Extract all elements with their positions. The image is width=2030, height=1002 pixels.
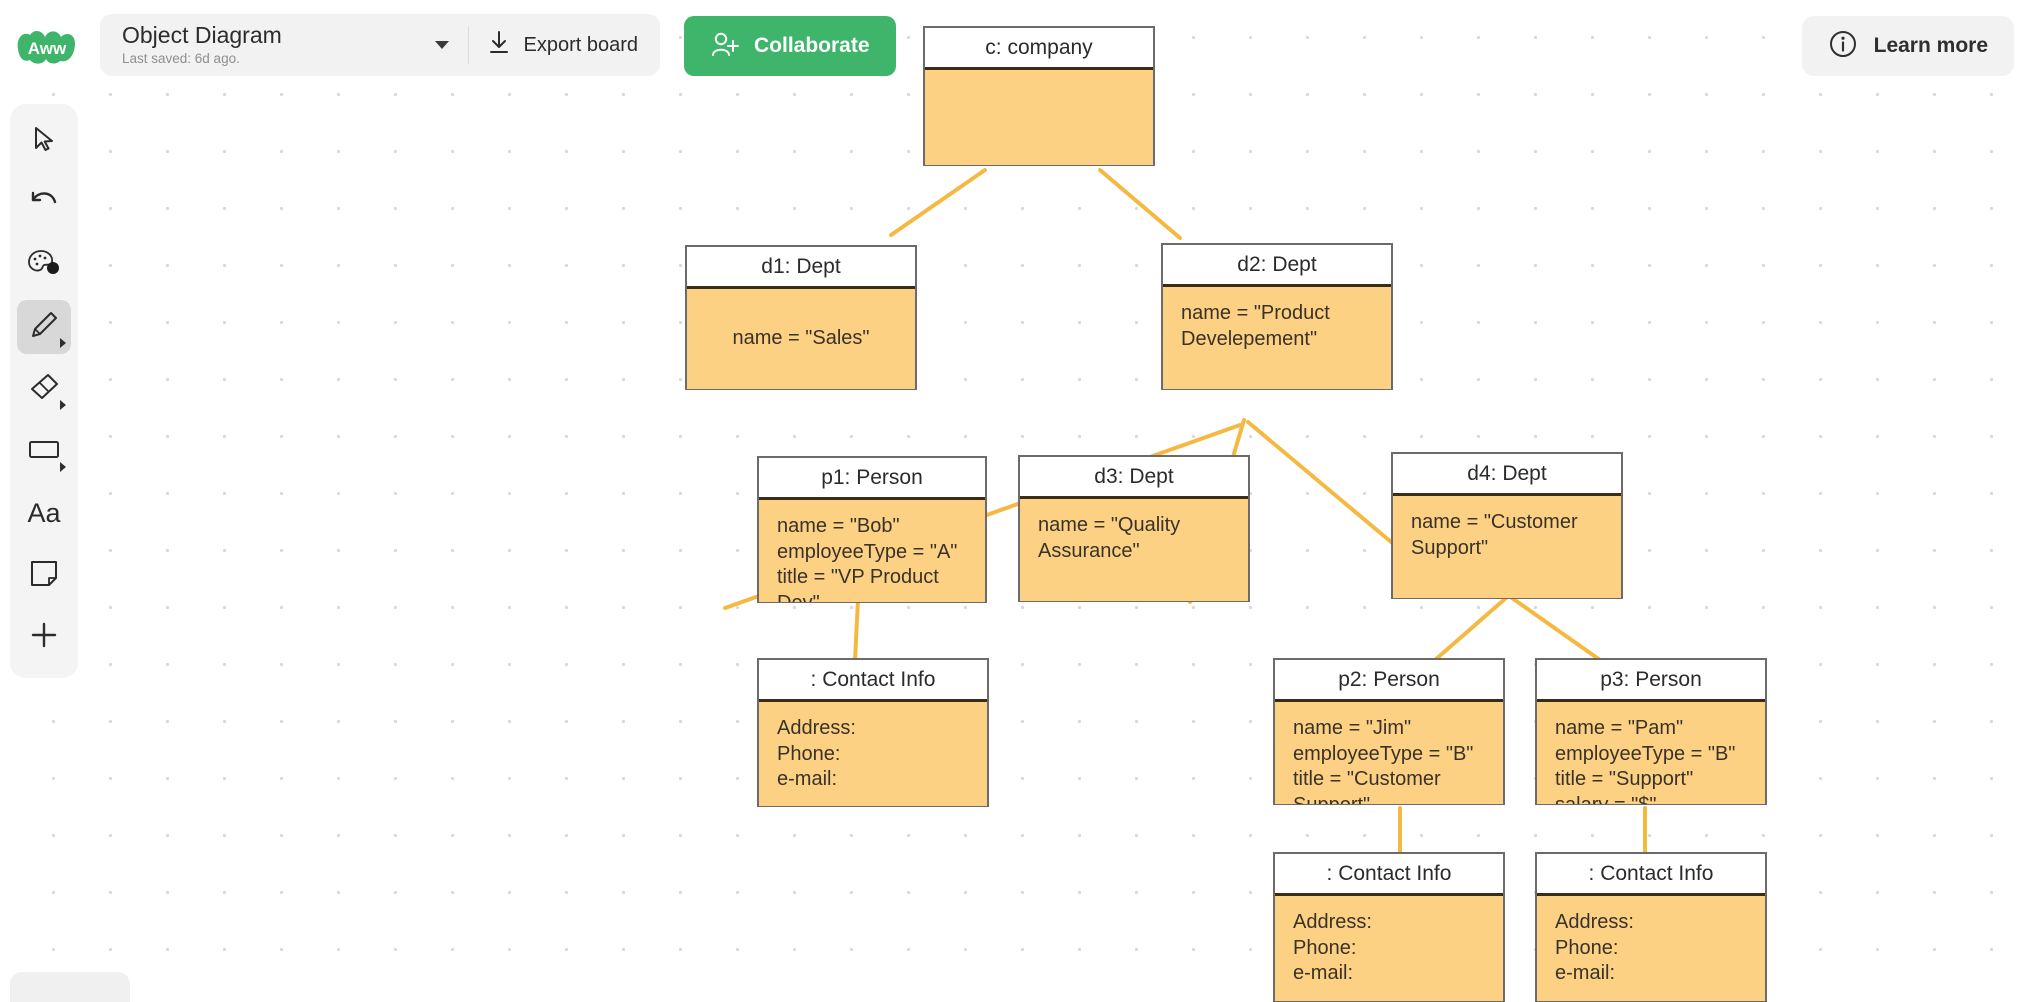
node-body-ci3: Address: Phone: e-mail: — [1537, 896, 1765, 1001]
node-body-p1: name = "Bob" employeeType = "A" title = … — [759, 500, 985, 602]
page-title: Object Diagram — [122, 22, 282, 48]
toolbar-divider — [468, 26, 470, 64]
pen-tool[interactable] — [17, 300, 71, 354]
plus-icon — [28, 619, 60, 656]
aww-logo[interactable]: Aww — [12, 24, 82, 70]
connector-d4-p3[interactable] — [1510, 596, 1602, 662]
svg-text:Aww: Aww — [28, 39, 67, 58]
tool-submenu-caret-icon[interactable] — [60, 338, 66, 348]
text-aa-icon: Aa — [27, 497, 61, 528]
node-body-d3: name = "Quality Assurance" — [1020, 499, 1248, 601]
node-body-ci1: Address: Phone: e-mail: — [759, 702, 987, 806]
node-body-d4: name = "Customer Support" — [1393, 496, 1621, 598]
left-toolbar: Aa — [10, 104, 78, 678]
node-title-ci3: : Contact Info — [1537, 854, 1765, 896]
color-palette-icon — [27, 248, 61, 283]
eraser-icon — [28, 372, 60, 407]
node-title-p2: p2: Person — [1275, 660, 1503, 702]
learn-more-label: Learn more — [1873, 34, 1988, 57]
node-title-d3: d3: Dept — [1020, 457, 1248, 499]
node-title-d2: d2: Dept — [1163, 245, 1391, 287]
node-title-c: c: company — [925, 28, 1153, 70]
rectangle-icon — [27, 437, 61, 466]
shape-tool[interactable] — [17, 424, 71, 478]
last-saved-status: Last saved: 6d ago. — [122, 51, 240, 66]
diagram-node-c[interactable]: c: company — [923, 26, 1155, 166]
undo-tool[interactable] — [17, 176, 71, 230]
connector-d4-p2[interactable] — [1433, 596, 1508, 662]
undo-arrow-icon — [28, 187, 60, 220]
node-body-p3: name = "Pam" employeeType = "B" title = … — [1537, 702, 1765, 804]
collaborate-label: Collaborate — [754, 34, 870, 57]
add-tool[interactable] — [17, 610, 71, 664]
connector-c-d2[interactable] — [1098, 168, 1182, 240]
pencil-icon — [29, 310, 59, 345]
select-tool[interactable] — [17, 114, 71, 168]
node-title-p1: p1: Person — [759, 458, 985, 500]
node-body-ci2: Address: Phone: e-mail: — [1275, 896, 1503, 1001]
zoom-controls-panel[interactable] — [10, 972, 130, 1002]
export-board-label: Export board — [523, 33, 638, 56]
add-person-icon — [710, 30, 740, 63]
node-body-p2: name = "Jim" employeeType = "B" title = … — [1275, 702, 1503, 804]
board-title-card[interactable]: Object Diagram Last saved: 6d ago. Expor… — [100, 14, 660, 76]
text-tool[interactable]: Aa — [17, 486, 71, 540]
learn-more-button[interactable]: Learn more — [1801, 16, 2014, 76]
collaborate-button[interactable]: Collaborate — [684, 16, 896, 76]
tool-submenu-caret-icon[interactable] — [60, 400, 66, 410]
eraser-tool[interactable] — [17, 362, 71, 416]
tool-submenu-caret-icon[interactable] — [60, 462, 66, 472]
export-board-button[interactable]: Export board — [475, 14, 660, 76]
cursor-arrow-icon — [29, 124, 59, 159]
node-title-ci1: : Contact Info — [759, 660, 987, 702]
connector-c-d1[interactable] — [889, 168, 987, 237]
color-tool[interactable] — [17, 238, 71, 292]
sticky-note-tool[interactable] — [17, 548, 71, 602]
node-title-p3: p3: Person — [1537, 660, 1765, 702]
node-body-d2: name = "Product Develepement" — [1163, 287, 1391, 389]
board-menu-button[interactable] — [422, 25, 462, 65]
sticky-note-icon — [29, 558, 59, 593]
node-title-d4: d4: Dept — [1393, 454, 1621, 496]
download-icon — [487, 30, 511, 61]
connector-p1-ci1[interactable] — [853, 598, 860, 662]
chevron-down-icon — [435, 41, 450, 49]
info-circle-icon — [1828, 29, 1858, 64]
node-title-ci2: : Contact Info — [1275, 854, 1503, 896]
board-title-block: Object Diagram Last saved: 6d ago. — [100, 22, 422, 68]
node-title-d1: d1: Dept — [687, 247, 915, 289]
node-body-d1: name = "Sales" — [687, 289, 915, 389]
node-body-c — [925, 70, 1153, 165]
connector-d2-d4[interactable] — [1246, 420, 1417, 564]
top-bar: Aww Object Diagram Last saved: 6d ago. — [0, 0, 2030, 92]
